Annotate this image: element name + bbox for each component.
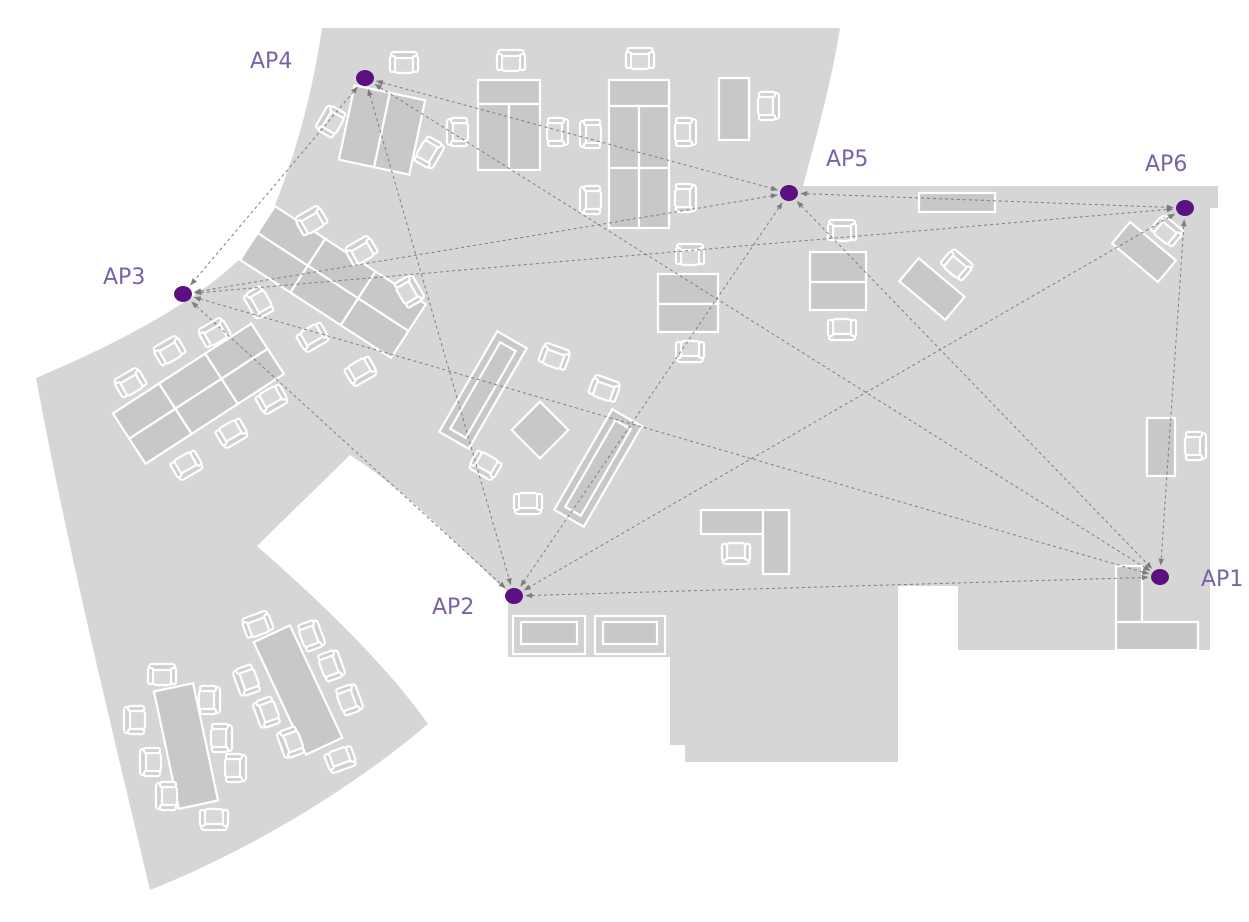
ap1-label: AP1 bbox=[1201, 567, 1243, 592]
link-ap5-ap6 bbox=[800, 190, 1174, 211]
ap6-marker[interactable] bbox=[1176, 200, 1194, 216]
access-point-ap3[interactable]: AP3 bbox=[103, 265, 192, 302]
ap2-marker[interactable] bbox=[505, 588, 523, 604]
ap5-marker[interactable] bbox=[780, 185, 798, 201]
ap1-marker[interactable] bbox=[1151, 569, 1169, 585]
link-ap6-ap1 bbox=[1158, 219, 1187, 566]
access-point-ap2[interactable]: AP2 bbox=[432, 588, 523, 620]
ap4-label: AP4 bbox=[250, 49, 292, 74]
ap-links bbox=[190, 80, 1187, 599]
link-ap4-ap3 bbox=[190, 86, 358, 286]
ap2-label: AP2 bbox=[432, 595, 474, 620]
access-point-ap4[interactable]: AP4 bbox=[250, 49, 374, 86]
access-point-ap5[interactable]: AP5 bbox=[780, 147, 868, 201]
ap6-label: AP6 bbox=[1145, 152, 1187, 177]
ap3-label: AP3 bbox=[103, 265, 145, 290]
access-point-ap1[interactable]: AP1 bbox=[1151, 567, 1243, 592]
ap5-label: AP5 bbox=[826, 147, 868, 172]
ap4-marker[interactable] bbox=[356, 70, 374, 86]
link-ap6-ap2 bbox=[523, 213, 1176, 591]
access-points: AP1 AP2 AP3 AP4 AP5 AP6 bbox=[103, 49, 1243, 620]
link-ap2-ap1 bbox=[525, 574, 1149, 599]
ap3-marker[interactable] bbox=[174, 286, 192, 302]
access-point-ap6[interactable]: AP6 bbox=[1145, 152, 1194, 216]
